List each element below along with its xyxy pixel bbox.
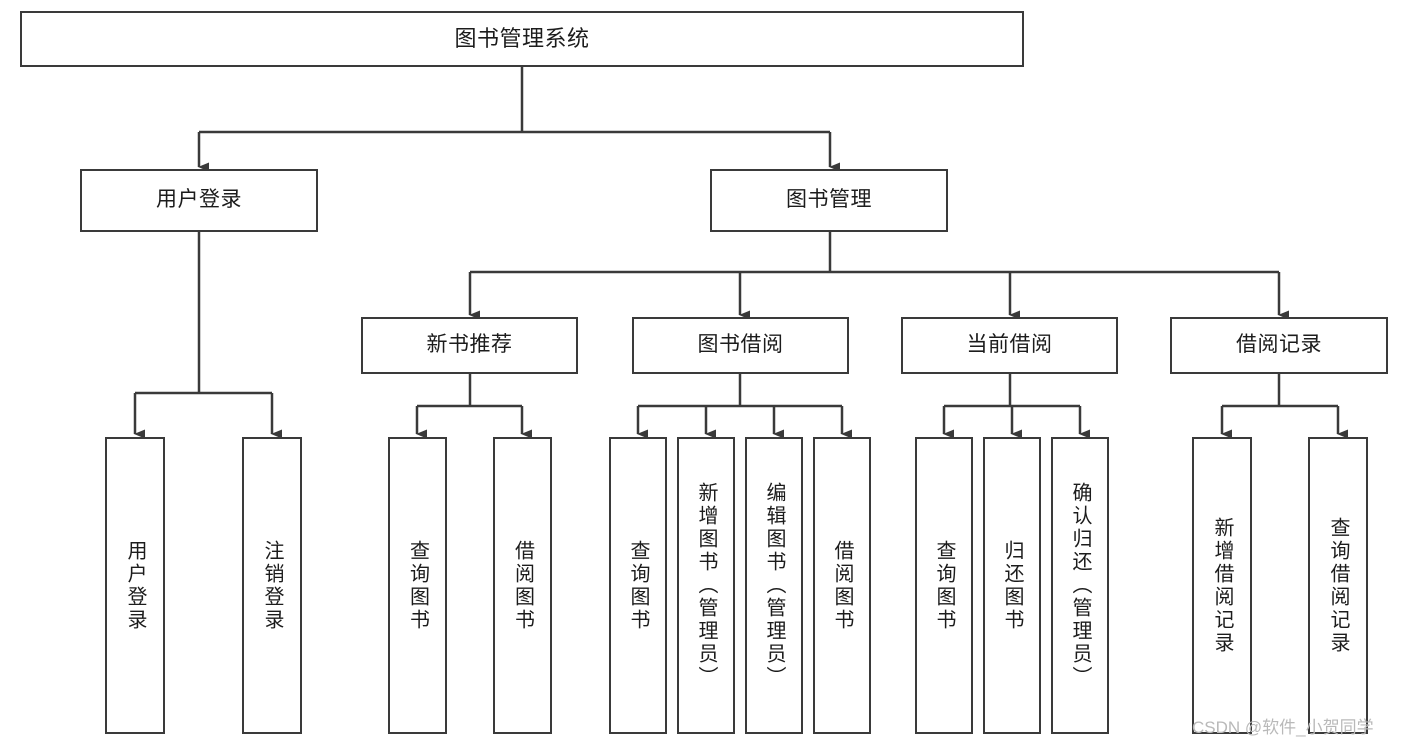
- leaf-borrow-record-2[interactable]: 查询借阅记录: [1308, 437, 1368, 734]
- node-current-borrow[interactable]: 当前借阅: [901, 317, 1118, 374]
- leaf-new-book-2[interactable]: 借阅图书: [493, 437, 552, 734]
- leaf-user-login-2-label: 注销登录: [261, 539, 283, 632]
- leaf-user-login-1[interactable]: 用户登录: [105, 437, 165, 734]
- node-book-borrow[interactable]: 图书借阅: [632, 317, 849, 374]
- leaf-borrow-record-2-label: 查询借阅记录: [1327, 516, 1349, 655]
- leaf-book-borrow-4[interactable]: 借阅图书: [813, 437, 871, 734]
- node-book-borrow-label: 图书借阅: [697, 333, 784, 357]
- leaf-current-borrow-2-label: 归还图书: [1001, 539, 1023, 632]
- leaf-book-borrow-3[interactable]: 编辑图书（管理员）: [745, 437, 803, 734]
- node-root-label: 图书管理系统: [454, 26, 590, 52]
- node-new-book-recommend[interactable]: 新书推荐: [361, 317, 578, 374]
- node-borrow-record-label: 借阅记录: [1236, 333, 1322, 357]
- node-user-login[interactable]: 用户登录: [80, 169, 318, 232]
- leaf-user-login-2[interactable]: 注销登录: [242, 437, 302, 734]
- leaf-new-book-1-label: 查询图书: [406, 539, 429, 632]
- node-user-login-label: 用户登录: [156, 188, 242, 212]
- leaf-borrow-record-1[interactable]: 新增借阅记录: [1192, 437, 1252, 734]
- node-current-borrow-label: 当前借阅: [966, 333, 1053, 357]
- leaf-current-borrow-2[interactable]: 归还图书: [983, 437, 1041, 734]
- leaf-book-borrow-1[interactable]: 查询图书: [609, 437, 667, 734]
- leaf-borrow-record-1-label: 新增借阅记录: [1211, 516, 1233, 655]
- node-book-manage-label: 图书管理: [786, 188, 872, 212]
- leaf-current-borrow-1-label: 查询图书: [933, 539, 955, 632]
- leaf-new-book-2-label: 借阅图书: [511, 539, 534, 632]
- node-new-book-recommend-label: 新书推荐: [426, 333, 513, 357]
- node-book-manage[interactable]: 图书管理: [710, 169, 948, 232]
- leaf-new-book-1[interactable]: 查询图书: [388, 437, 447, 734]
- leaf-book-borrow-1-label: 查询图书: [627, 539, 649, 632]
- leaf-current-borrow-3[interactable]: 确认归还（管理员）: [1051, 437, 1109, 734]
- csdn-watermark: CSDN @软件_小贺同学: [1192, 718, 1374, 737]
- node-root[interactable]: 图书管理系统: [20, 11, 1024, 67]
- node-borrow-record[interactable]: 借阅记录: [1170, 317, 1388, 374]
- leaf-book-borrow-4-label: 借阅图书: [831, 539, 853, 632]
- leaf-book-borrow-2[interactable]: 新增图书（管理员）: [677, 437, 735, 734]
- leaf-book-borrow-2-label: 新增图书（管理员）: [695, 482, 717, 689]
- leaf-user-login-1-label: 用户登录: [124, 539, 146, 632]
- leaf-book-borrow-3-label: 编辑图书（管理员）: [763, 482, 785, 689]
- leaf-current-borrow-1[interactable]: 查询图书: [915, 437, 973, 734]
- leaf-current-borrow-3-label: 确认归还（管理员）: [1069, 482, 1091, 689]
